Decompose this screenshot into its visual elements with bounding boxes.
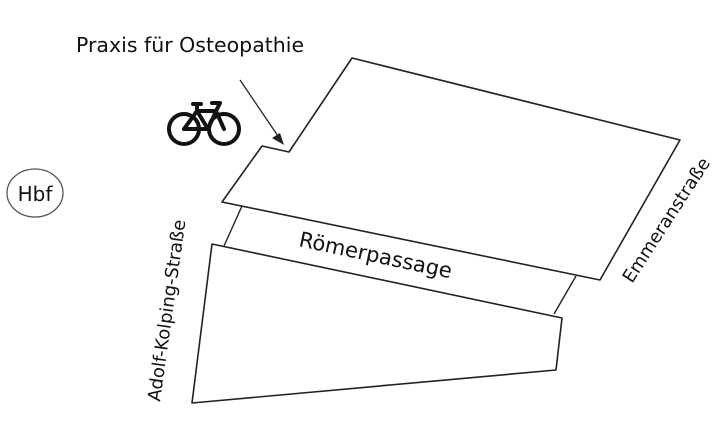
passage-edge-right [553, 275, 577, 315]
station-label: Hbf [18, 182, 54, 206]
station-marker: Hbf [6, 168, 64, 218]
practice-label: Praxis für Osteopathie [76, 33, 304, 57]
street-right-label: Emmeranstraße [619, 154, 715, 287]
passage-edge-left [223, 205, 243, 247]
passage-label: Römerpassage [297, 227, 454, 283]
building-lower [191, 243, 563, 404]
bicycle-icon [167, 101, 241, 146]
arrow-icon [239, 79, 284, 145]
street-left-label: Adolf-Kolping-Straße [144, 218, 190, 402]
building-upper [221, 57, 681, 281]
